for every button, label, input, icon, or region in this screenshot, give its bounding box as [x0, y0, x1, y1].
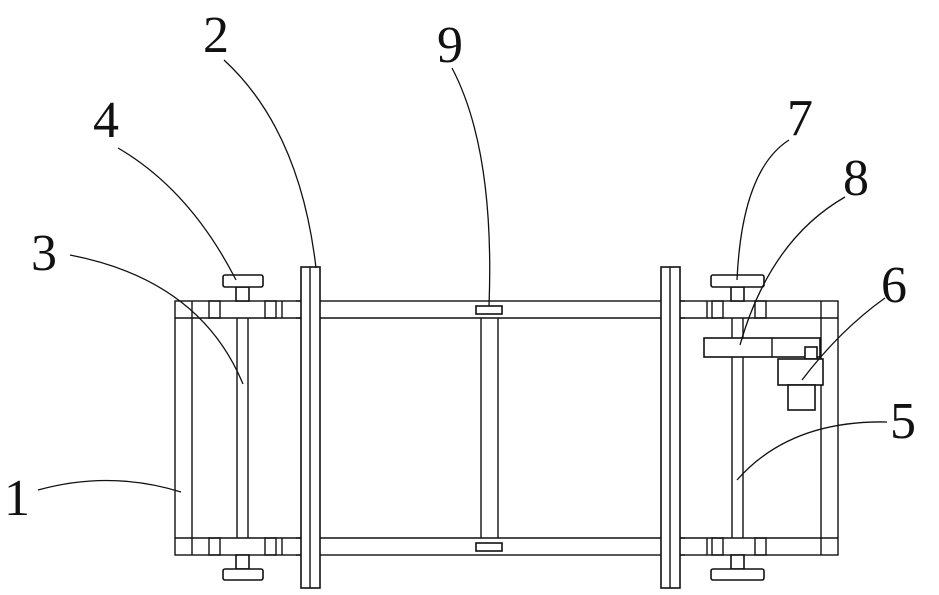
right-long-bar [660, 266, 685, 589]
right-shaft-assembly [706, 274, 767, 581]
label-1: 1 [4, 470, 30, 527]
center-member [475, 305, 503, 552]
main-frame [174, 300, 839, 556]
drive-arm-and-motor [703, 337, 824, 411]
label-9: 9 [437, 17, 463, 74]
label-4: 4 [93, 92, 119, 149]
leader-lines [37, 59, 888, 493]
label-8: 8 [843, 150, 869, 207]
label-6: 6 [881, 257, 907, 314]
label-2: 2 [203, 7, 229, 64]
label-3: 3 [31, 225, 57, 282]
left-shaft-assembly [208, 274, 283, 581]
label-5: 5 [890, 393, 916, 450]
label-7: 7 [787, 90, 813, 147]
left-long-bar [296, 266, 321, 589]
